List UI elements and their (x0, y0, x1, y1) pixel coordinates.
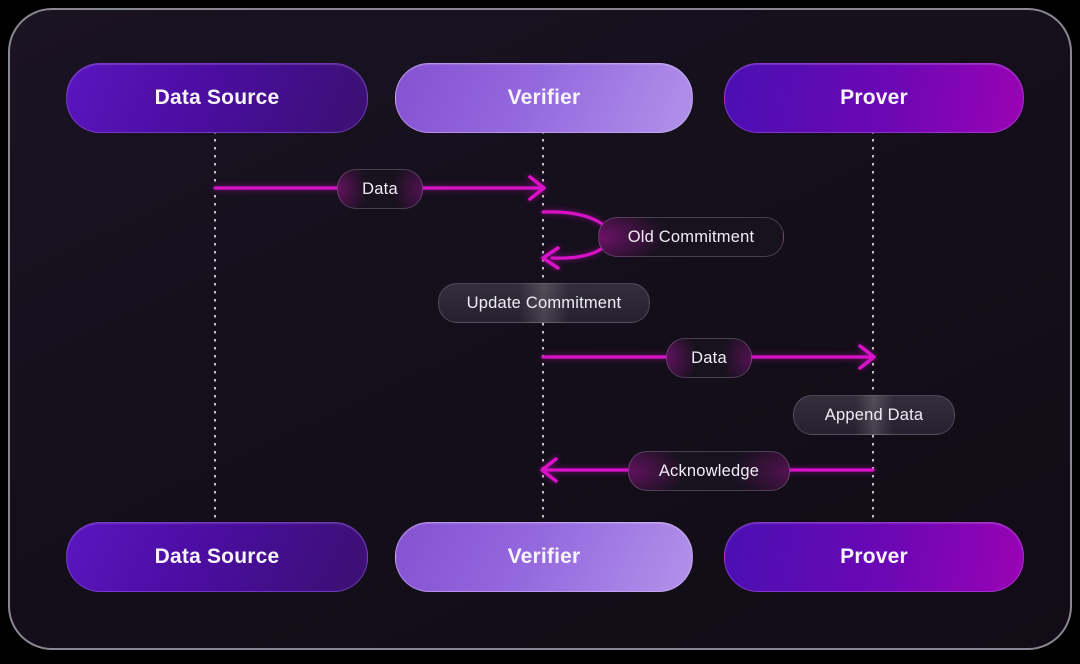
message-label-acknowledge: Acknowledge (628, 451, 790, 491)
note-label-update-commitment: Update Commitment (438, 283, 650, 323)
actor-prover-top: Prover (724, 63, 1024, 133)
actor-prover-bottom: Prover (724, 522, 1024, 592)
actor-verifier-top: Verifier (395, 63, 693, 133)
message-label-data-2: Data (666, 338, 752, 378)
actor-data-source-top: Data Source (66, 63, 368, 133)
actor-data-source-bottom: Data Source (66, 522, 368, 592)
message-label-old-commitment: Old Commitment (598, 217, 784, 257)
note-label-append-data: Append Data (793, 395, 955, 435)
message-label-data-1: Data (337, 169, 423, 209)
actor-verifier-bottom: Verifier (395, 522, 693, 592)
